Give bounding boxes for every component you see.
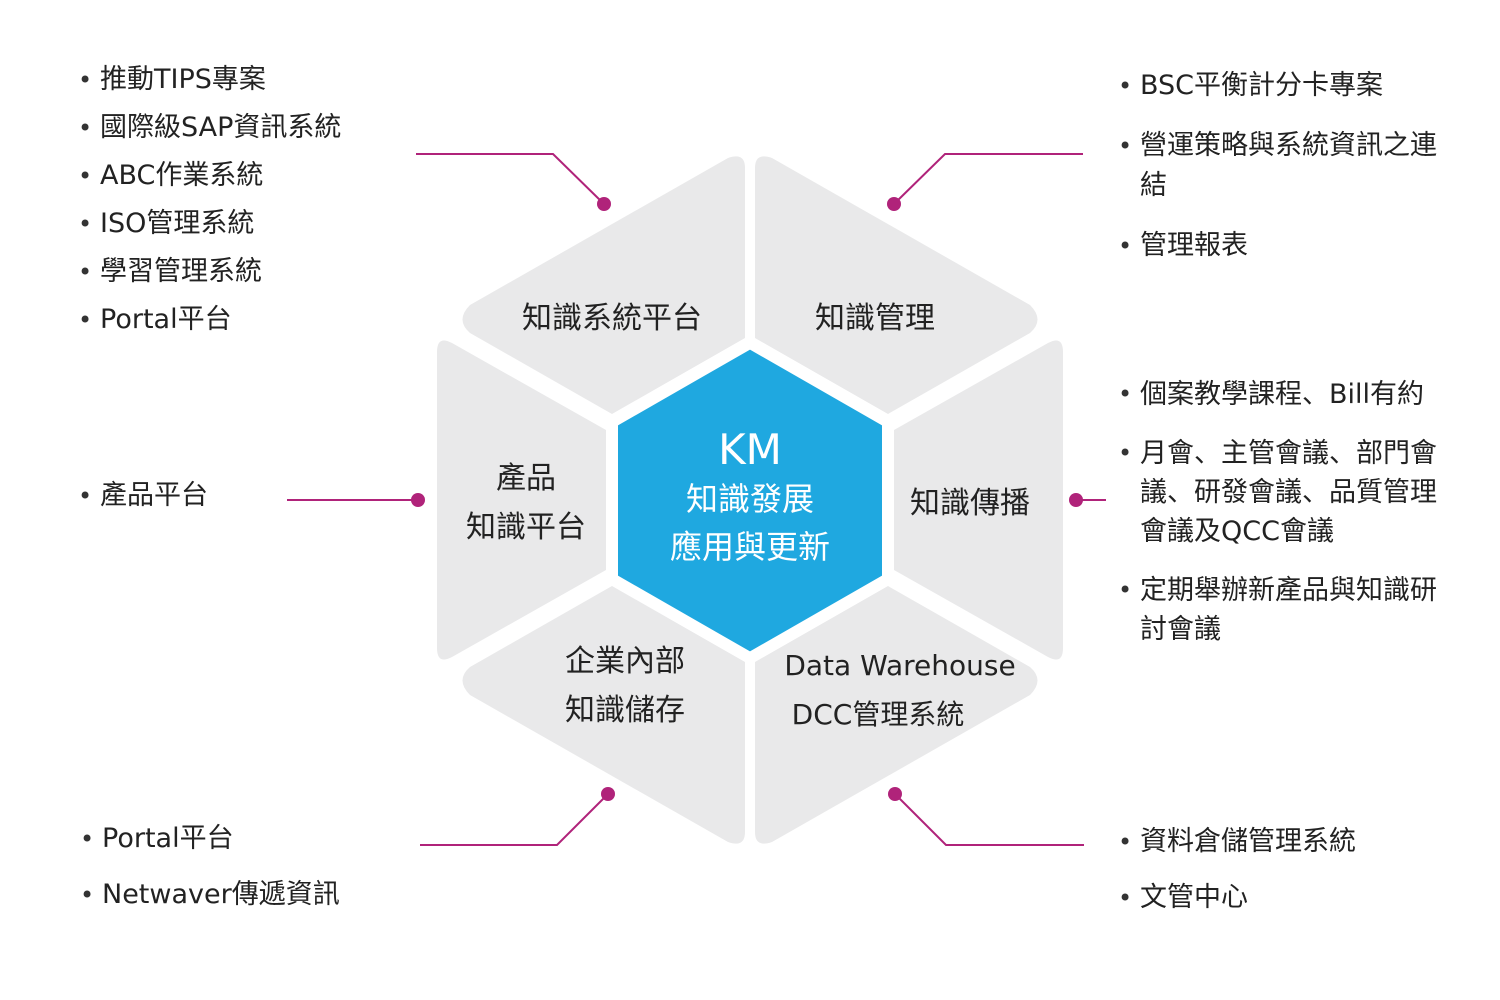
list-top-left: 推動TIPS專案 國際級SAP資訊系統 ABC作業系統 ISO管理系統 學習管理… xyxy=(78,62,341,350)
connector-top-left xyxy=(416,153,605,205)
list-bottom-left: Portal平台 Netwaver傳遞資訊 xyxy=(80,821,340,933)
center-line1: 知識發展 xyxy=(686,480,814,518)
sector-top-left xyxy=(462,156,745,414)
list-item: 推動TIPS專案 xyxy=(78,62,341,98)
list-item: 營運策略與系統資訊之連結 xyxy=(1118,126,1460,206)
list-right: 個案教學課程、Bill有約 月會、主管會議、部門會議、研發會議、品質管理會議及Q… xyxy=(1118,375,1460,669)
list-item: BSC平衡計分卡專案 xyxy=(1118,66,1460,106)
connector-dots xyxy=(411,197,1083,801)
sector-label-left-1: 產品 xyxy=(496,461,556,496)
list-top-right: BSC平衡計分卡專案 營運策略與系統資訊之連結 管理報表 xyxy=(1118,66,1460,286)
dot-bottom-left xyxy=(601,787,615,801)
sector-label-top-right: 知識管理 xyxy=(815,301,935,336)
center-line2: 應用與更新 xyxy=(670,528,830,566)
list-bottom-right: 資料倉儲管理系統 文管中心 xyxy=(1118,824,1356,936)
list-left: 產品平台 xyxy=(78,478,208,514)
list-item: Portal平台 xyxy=(78,302,341,338)
sector-label-bottom-right-1: Data Warehouse xyxy=(784,649,1015,682)
dot-top-right xyxy=(887,197,901,211)
list-item: 國際級SAP資訊系統 xyxy=(78,110,341,146)
sector-left xyxy=(437,340,606,660)
list-item: 個案教學課程、Bill有約 xyxy=(1118,375,1460,414)
list-item: 資料倉儲管理系統 xyxy=(1118,824,1356,860)
connector-bottom-right xyxy=(894,793,1084,846)
list-item: ISO管理系統 xyxy=(78,206,341,242)
list-item: 學習管理系統 xyxy=(78,254,341,290)
connector-bottom-left xyxy=(420,793,609,846)
sector-label-bottom-left-1: 企業內部 xyxy=(565,644,685,679)
center-title: KM xyxy=(718,425,782,474)
list-item: 產品平台 xyxy=(78,478,208,514)
sector-top-right xyxy=(755,156,1038,414)
sectors xyxy=(437,156,1063,844)
dot-right xyxy=(1069,493,1083,507)
list-item: 管理報表 xyxy=(1118,226,1460,266)
sector-label-top-left: 知識系統平台 xyxy=(522,301,702,336)
sector-label-left-2: 知識平台 xyxy=(466,510,586,545)
list-item: Portal平台 xyxy=(80,821,340,857)
list-item: ABC作業系統 xyxy=(78,158,341,194)
sector-bottom-right xyxy=(755,586,1038,844)
sector-label-bottom-right-2: DCC管理系統 xyxy=(792,698,965,731)
sector-label-right: 知識傳播 xyxy=(910,486,1030,521)
dot-top-left xyxy=(597,197,611,211)
center-hexagon xyxy=(610,341,890,660)
sector-label-bottom-left-2: 知識儲存 xyxy=(565,693,685,728)
connectors xyxy=(287,153,1106,846)
dot-left xyxy=(411,493,425,507)
list-item: 定期舉辦新產品與知識研討會議 xyxy=(1118,571,1460,649)
sector-bottom-left xyxy=(462,586,745,844)
list-item: Netwaver傳遞資訊 xyxy=(80,877,340,913)
connector-top-right xyxy=(893,153,1083,205)
list-item: 月會、主管會議、部門會議、研發會議、品質管理會議及QCC會議 xyxy=(1118,434,1460,551)
sector-right xyxy=(894,340,1063,660)
list-item: 文管中心 xyxy=(1118,880,1356,916)
dot-bottom-right xyxy=(888,787,902,801)
